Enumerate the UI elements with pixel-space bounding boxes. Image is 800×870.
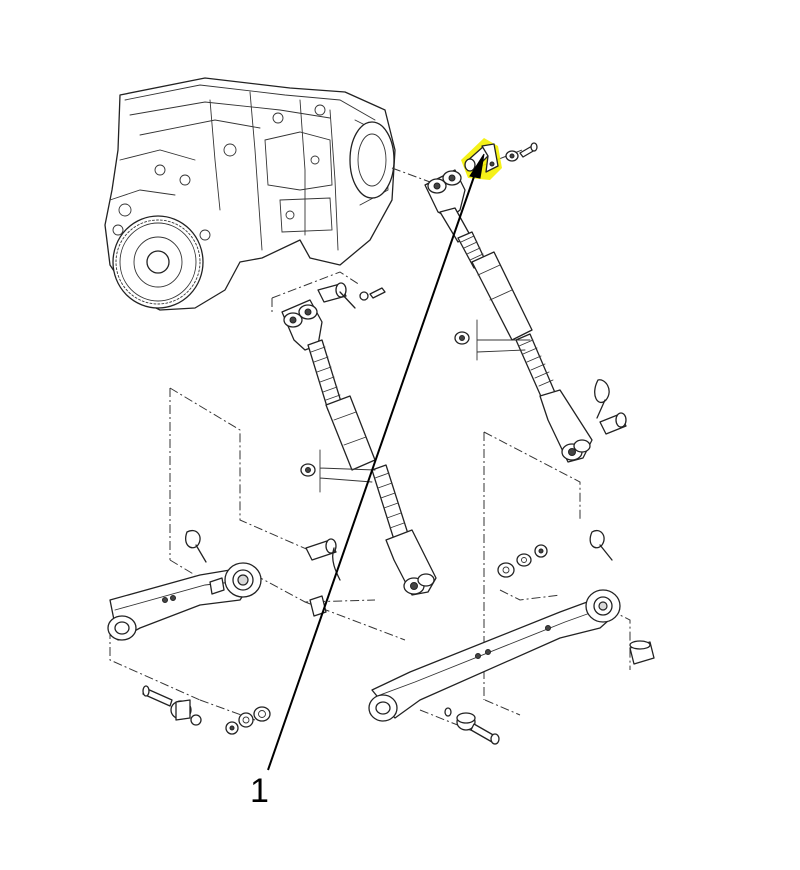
left-lift-rod — [281, 282, 437, 617]
washer-and-bolt-top — [505, 142, 538, 162]
callout-label-1: 1 — [250, 772, 269, 810]
assembly-lines — [109, 149, 631, 736]
right-lower-link — [368, 530, 655, 745]
callout-1 — [267, 153, 485, 771]
tractor-rear-housing — [104, 77, 396, 311]
callout-leader-line — [267, 167, 478, 771]
callout-arrowhead — [469, 153, 485, 179]
left-lower-link — [107, 530, 271, 735]
right-lift-rod — [424, 169, 627, 463]
